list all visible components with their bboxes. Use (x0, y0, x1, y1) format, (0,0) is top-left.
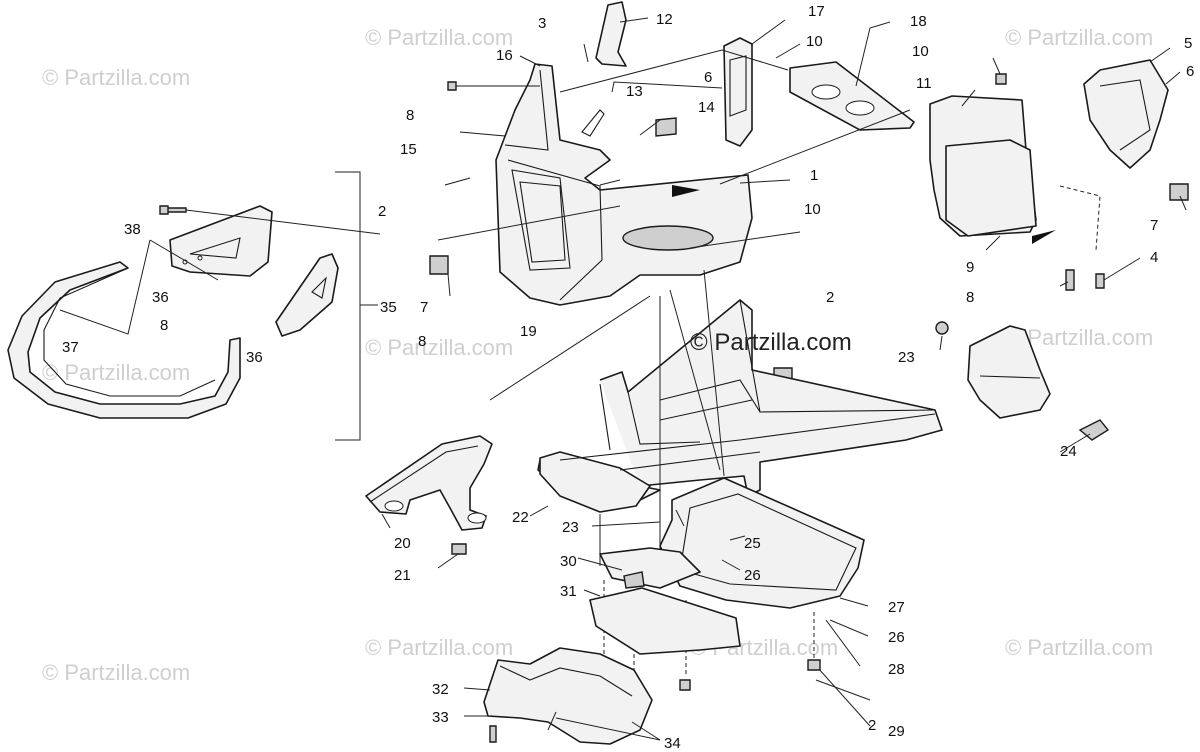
callout-label: 23 (898, 349, 915, 366)
steering-mount (365, 435, 493, 569)
callout-label: 10 (806, 33, 823, 50)
watermark-text: © Partzilla.com (365, 335, 513, 360)
callout-label: 36 (152, 289, 169, 306)
callout-label: 30 (560, 553, 577, 570)
watermark-layer: © Partzilla.com © Partzilla.com © Partzi… (42, 25, 1153, 685)
callout-label: 5 (1184, 35, 1192, 52)
callout-label: 27 (888, 599, 905, 616)
callout-label: 10 (804, 201, 821, 218)
arrow-marker (1032, 230, 1056, 244)
callout-label: 32 (432, 681, 449, 698)
callout-label: 9 (966, 259, 974, 276)
callout-label: 31 (560, 583, 577, 600)
callout-label: 37 (62, 339, 79, 356)
skid-plate (659, 477, 865, 609)
callout-label: 23 (562, 519, 579, 536)
callout-label: 6 (1186, 63, 1194, 80)
right-assembly (929, 47, 1189, 291)
bumper-assembly (7, 171, 381, 441)
front-nose-assembly (429, 1, 915, 381)
watermark-text: © Partzilla.com (42, 660, 190, 685)
callout-label: 8 (160, 317, 168, 334)
callout-label: 11 (916, 75, 932, 92)
callout-label: 3 (538, 15, 546, 32)
watermark-main: © Partzilla.com (690, 329, 852, 356)
bumper-bracket-upper (169, 205, 273, 277)
watermark-text: © Partzilla.com (1005, 635, 1153, 660)
callout-label: 2 (378, 203, 386, 220)
callout-label: 34 (664, 735, 681, 752)
callout-label: 22 (512, 509, 529, 526)
callout-label: 17 (808, 3, 825, 20)
dash-panel (789, 61, 915, 131)
main-frame (489, 269, 1110, 727)
belly-pan-front (589, 587, 741, 655)
callouts: 1 2 2 2 3 4 5 6 6 7 7 8 8 8 8 9 10 10 10… (62, 3, 1194, 752)
nose-vent (622, 225, 714, 251)
callout-label: 6 (704, 69, 712, 86)
bolt (159, 205, 187, 215)
headlight-housing (723, 37, 753, 147)
callout-label: 35 (380, 299, 397, 316)
callout-label: 4 (1150, 249, 1158, 266)
callout-label: 24 (1060, 443, 1077, 460)
watermark-text: © Partzilla.com (42, 360, 190, 385)
callout-label: 10 (912, 43, 929, 60)
callout-label: 29 (888, 723, 905, 740)
watermark-text: © Partzilla.com (1005, 25, 1153, 50)
callout-label: 16 (496, 47, 513, 64)
watermark-text: © Partzilla.com (365, 635, 513, 660)
callout-label: 7 (1150, 217, 1158, 234)
clip (655, 117, 677, 137)
callout-label: 21 (394, 567, 411, 584)
callout-label: 13 (626, 83, 643, 100)
callout-label: 19 (520, 323, 537, 340)
callout-label: 8 (406, 107, 414, 124)
callout-label: 18 (910, 13, 927, 30)
callout-label: 7 (420, 299, 428, 316)
callout-label: 14 (698, 99, 715, 116)
side-bracket (1083, 59, 1169, 169)
callout-label: 33 (432, 709, 449, 726)
callout-label: 25 (744, 535, 761, 552)
callout-label: 26 (744, 567, 761, 584)
windshield-bracket (595, 1, 627, 67)
callout-label: 2 (868, 717, 876, 734)
bumper-bracket-lower (275, 253, 339, 337)
callout-label: 28 (888, 661, 905, 678)
lower-shield (483, 647, 653, 745)
callout-label: 2 (826, 289, 834, 306)
front-bumper (7, 261, 241, 419)
callout-label: 20 (394, 535, 411, 552)
callout-label: 38 (124, 221, 141, 238)
callout-label: 1 (810, 167, 818, 184)
callout-label: 8 (966, 289, 974, 306)
callout-label: 8 (418, 333, 426, 350)
lower-panels (463, 547, 821, 745)
frame-rear-bracket (967, 325, 1051, 419)
watermark-text: © Partzilla.com (42, 65, 190, 90)
watermark-text: © Partzilla.com (365, 25, 513, 50)
callout-label: 36 (246, 349, 263, 366)
rubber-bumper (429, 255, 449, 275)
callout-label: 26 (888, 629, 905, 646)
callout-label: 12 (656, 11, 673, 28)
arrow-marker (672, 185, 700, 197)
callout-label: 15 (400, 141, 417, 158)
